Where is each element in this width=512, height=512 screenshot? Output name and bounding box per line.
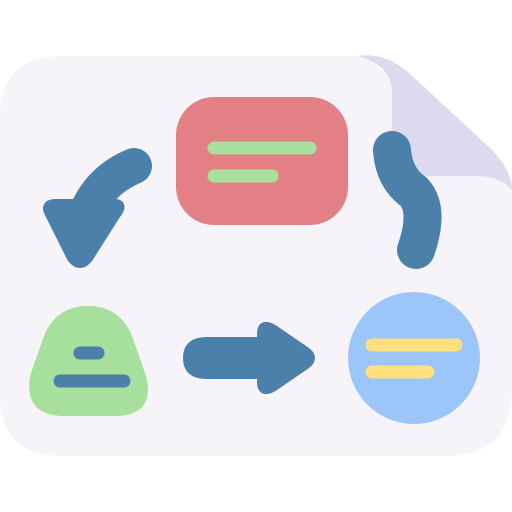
decision-triangle	[29, 306, 148, 416]
result-circle	[348, 292, 480, 424]
straight-arrow	[183, 321, 315, 395]
process-rect	[176, 97, 348, 225]
curved-arrow-right	[373, 131, 442, 269]
curved-arrow-left-head	[43, 199, 125, 268]
